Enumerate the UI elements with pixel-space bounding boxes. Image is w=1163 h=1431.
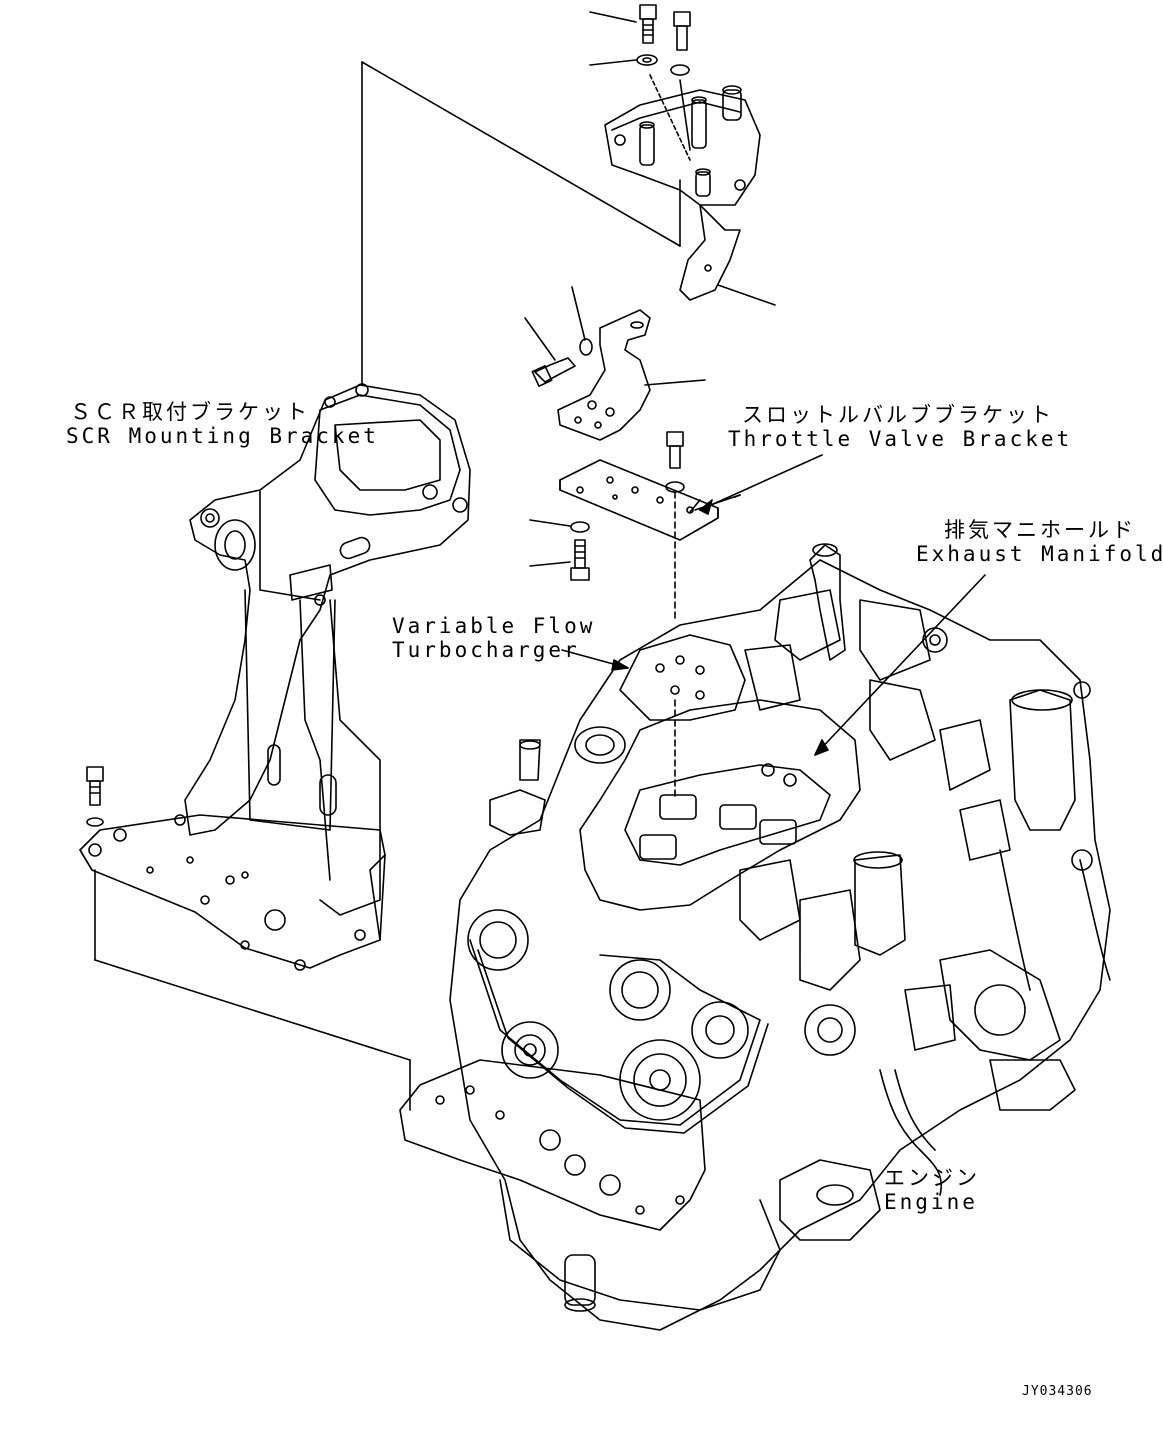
bent-plate: [679, 204, 741, 301]
bracket-washer: [579, 338, 593, 356]
drawing-code: JY034306: [1022, 1384, 1093, 1399]
leader-throttle: [699, 454, 823, 511]
spacer-plate: [559, 459, 719, 541]
upper-bracket: [604, 85, 761, 206]
scr-bracket-label-en: SCR Mounting Bracket: [66, 424, 379, 448]
throttle-bracket-part: [557, 309, 651, 441]
scr-bracket-label: ＳＣＲ取付ブラケット SCR Mounting Bracket: [66, 400, 379, 448]
exhaust-manifold-label-en: Exhaust Manifold: [916, 542, 1163, 566]
turbocharger-label-line2: Turbocharger: [392, 638, 580, 662]
turbocharger-label: Variable Flow Turbocharger: [392, 614, 595, 662]
scr-bracket-label-jp: ＳＣＲ取付ブラケット: [70, 400, 310, 424]
bracket-bolt: [531, 357, 576, 388]
throttle-bracket-label-jp: スロットルバルブブラケット: [742, 403, 1054, 427]
engine-part: [399, 543, 1111, 1331]
assembly-line-lower: [94, 959, 411, 1061]
base-bolt: [86, 766, 104, 806]
lower-washer: [570, 521, 590, 533]
top-washer-left: [636, 54, 658, 66]
exhaust-manifold-label: 排気マニホールド Exhaust Manifold: [916, 518, 1163, 566]
engine-label-jp: エンジン: [884, 1166, 980, 1190]
top-washer-right: [670, 64, 690, 76]
lower-stud: [570, 539, 590, 581]
top-bolt-right: [673, 11, 691, 51]
scr-bracket-part: [184, 383, 471, 916]
leader-exhaust: [814, 574, 986, 756]
top-bolt-left: [639, 4, 657, 44]
plate-bolt: [666, 431, 684, 469]
throttle-bracket-label-en: Throttle Valve Bracket: [728, 427, 1073, 451]
turbocharger-label-line1: Variable Flow: [392, 614, 596, 638]
exhaust-manifold-label-jp: 排気マニホールド: [944, 518, 1136, 542]
scr-base-plate: [79, 814, 386, 971]
throttle-bracket-label: スロットルバルブブラケット Throttle Valve Bracket: [728, 403, 1072, 451]
engine-label-en: Engine: [884, 1190, 978, 1214]
engine-label: エンジン Engine: [884, 1166, 980, 1214]
assembly-line-upper: [361, 61, 681, 247]
